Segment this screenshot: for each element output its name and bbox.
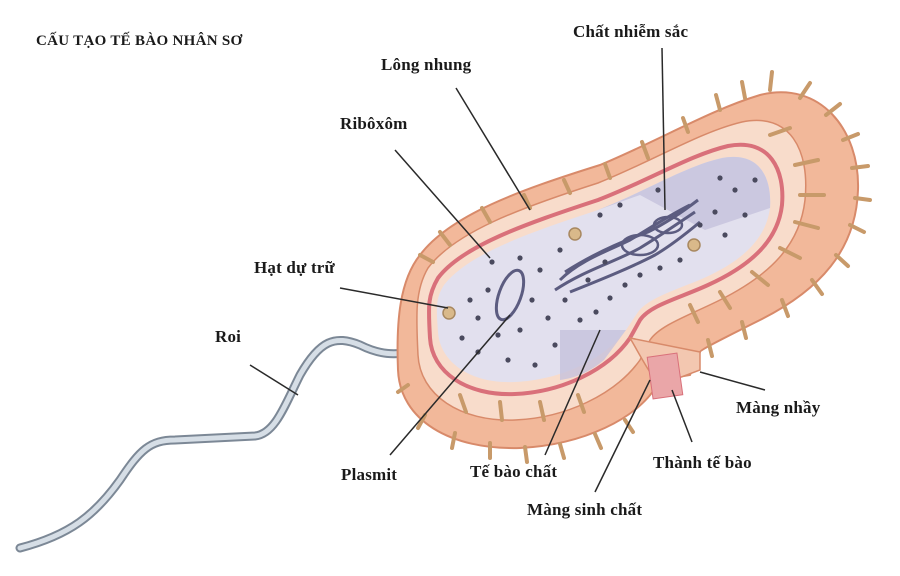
label-mang-sinh-chat: Màng sinh chất — [527, 500, 643, 519]
label-plasmit: Plasmit — [341, 465, 398, 484]
storage-granules — [442, 227, 701, 320]
label-chat-nhiem-sac: Chất nhiễm sắc — [573, 22, 689, 41]
label-mang-nhay: Màng nhầy — [736, 398, 821, 417]
label-thanh-te-bao: Thành tế bào — [653, 453, 752, 472]
pili — [396, 70, 872, 464]
label-te-bao-chat: Tế bào chất — [470, 462, 558, 481]
diagram-title: CẤU TẠO TẾ BÀO NHÂN SƠ — [36, 33, 243, 49]
label-roi: Roi — [215, 327, 242, 346]
label-riboxom: Ribôxôm — [340, 114, 408, 133]
flagellum — [15, 335, 443, 553]
plasmid — [494, 268, 526, 322]
leader-lines — [249, 47, 766, 493]
nucleoid — [554, 198, 701, 294]
label-hat-du-tru: Hạt dự trữ — [254, 258, 335, 277]
label-long-nhung: Lông nhung — [381, 55, 472, 74]
ribosomes — [459, 175, 758, 368]
cell-body — [396, 91, 860, 450]
